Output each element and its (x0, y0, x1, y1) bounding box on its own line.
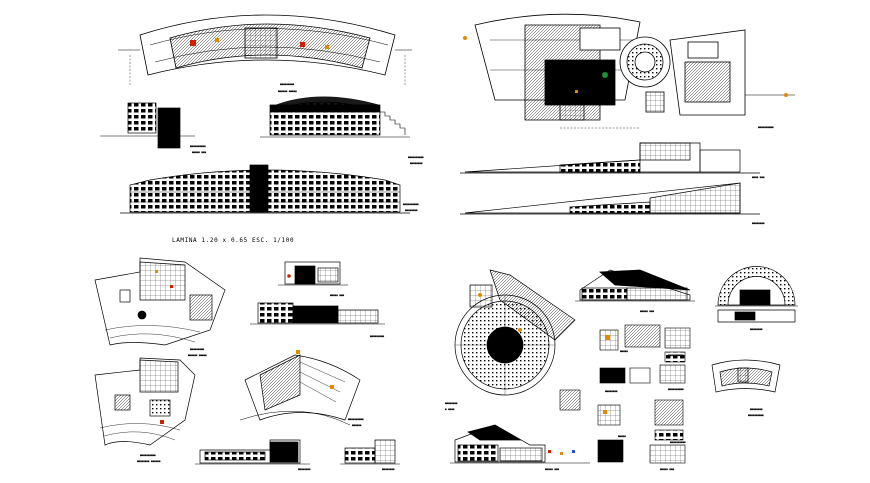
svg-text:■■■■■■■■: ■■■■■■■■ (445, 402, 458, 405)
svg-text:■■■■■■■■: ■■■■■■■■ (410, 162, 423, 165)
svg-text:■■■■■■: ■■■■■■ (352, 424, 362, 427)
svg-text:■■■■ ■■■: ■■■■ ■■■ (752, 176, 765, 179)
svg-text:■■■■■■■■ ■■■■■■: ■■■■■■■■ ■■■■■■ (137, 460, 161, 463)
svg-text:■■■■■■■■■■: ■■■■■■■■■■ (668, 354, 684, 357)
bottom-elevation-2: ■■■■■■■■ (340, 439, 400, 471)
svg-text:■■■■■■■■■■: ■■■■■■■■■■ (348, 418, 364, 421)
long-elevation-2: ■■■■■■■■ (460, 182, 765, 225)
svg-text:■■■■■■■■■■: ■■■■■■■■■■ (140, 454, 156, 457)
roof-elevation: ■■■■■ ■■■ (575, 269, 695, 313)
curved-block-section: ■■■■■■■■■■ ■■■■■ ■■■ (100, 102, 206, 154)
svg-text:■■■■■■■■: ■■■■■■■■ (605, 390, 618, 393)
detail-grid: ■■■■■ ■■■■■■■■■■ ■■■■■■■■ ■■■■■■■■■■ ■■■… (559, 324, 691, 471)
svg-text:■■■■■■■■: ■■■■■■■■ (382, 468, 395, 471)
svg-text:■■■■■■■■■: ■■■■■■■■■ (280, 83, 294, 86)
svg-text:■■■■■■■■: ■■■■■■■■ (405, 209, 418, 212)
svg-text:■■■■■: ■■■■■ (618, 435, 626, 438)
svg-text:■■■■■ ■■■: ■■■■■ ■■■ (545, 468, 559, 471)
bottom-elevation-1: ■■■■■■■■ (195, 439, 311, 471)
long-elevation-1: ■■■■ ■■■ (460, 142, 765, 179)
small-section: ■■■■■ ■■■ (278, 261, 348, 297)
svg-text:■ ■■■■: ■ ■■■■ (445, 408, 455, 411)
svg-text:■■■■■■■■■■: ■■■■■■■■■■ (403, 203, 419, 206)
round-court-plan: ■■■■■■■■■■ (463, 13, 795, 129)
curved-block-side-elevation: ■■■■■■■■■■ ■■■■■■■■ (260, 96, 424, 165)
dome-elevation: ■■■■■■■■ (715, 266, 798, 331)
svg-text:■■■■■■■■■■: ■■■■■■■■■■ (408, 156, 424, 159)
svg-text:■■■■■ ■■■: ■■■■■ ■■■ (192, 151, 206, 154)
wing-plan-upper: ■■■■■■■■■ ■■■■■■ ■■■■■ (94, 257, 226, 357)
svg-text:■■■■■■■■: ■■■■■■■■ (750, 328, 763, 331)
svg-text:■■■■■ ■■■: ■■■■■ ■■■ (640, 310, 654, 313)
svg-text:■■■■■ ■■■: ■■■■■ ■■■ (330, 294, 344, 297)
svg-text:■■■■■■ ■■■■■: ■■■■■■ ■■■■■ (278, 90, 297, 93)
svg-text:■■■■■■■■■■: ■■■■■■■■■■ (758, 126, 774, 129)
wing-plan-lower: ■■■■■■■■■■ ■■■■■■■■ ■■■■■■ (94, 357, 196, 463)
svg-text:■■■■■■ ■■■■■: ■■■■■■ ■■■■■ (188, 354, 207, 357)
svg-text:■■■■■■■■■■: ■■■■■■■■■■ (670, 441, 686, 444)
arc-plan: ■■■■■■■■■■ ■■■■■■ (239, 350, 364, 427)
bottom-right-elevation: ■■■■■ ■■■ (450, 424, 590, 471)
svg-text:■■■■■■■■: ■■■■■■■■ (298, 468, 311, 471)
circular-plan: ■■■■■■■■ ■ ■■■■ (445, 269, 576, 411)
svg-text:■■■■■■■■■■: ■■■■■■■■■■ (748, 414, 764, 417)
curved-block-plan: ■■■■■■■■■ ■■■■■■ ■■■■■ (118, 14, 412, 93)
curved-block-main-elevation: ■■■■■■■■■■ ■■■■■■■■ (120, 164, 419, 214)
svg-text:■■■■■■■■■: ■■■■■■■■■ (370, 335, 384, 338)
sheet-scale-note: LAMINA 1.20 x 0.65 ESC. 1/100 (172, 237, 295, 244)
wing-elevation: ■■■■■■■■■ (250, 302, 385, 338)
svg-text:■■■■■■■■: ■■■■■■■■ (750, 408, 763, 411)
svg-text:■■■■■■■■■■: ■■■■■■■■■■ (190, 145, 206, 148)
svg-text:■■■■■■■■: ■■■■■■■■ (752, 222, 765, 225)
svg-text:■■■■■ ■■■: ■■■■■ ■■■ (660, 468, 674, 471)
svg-text:■■■■■■■■■■: ■■■■■■■■■■ (668, 388, 684, 391)
svg-text:■■■■■■■■■: ■■■■■■■■■ (190, 348, 204, 351)
small-curved-plan: ■■■■■■■■ ■■■■■■■■■■ (711, 359, 781, 417)
svg-text:■■■■■: ■■■■■ (620, 350, 628, 353)
